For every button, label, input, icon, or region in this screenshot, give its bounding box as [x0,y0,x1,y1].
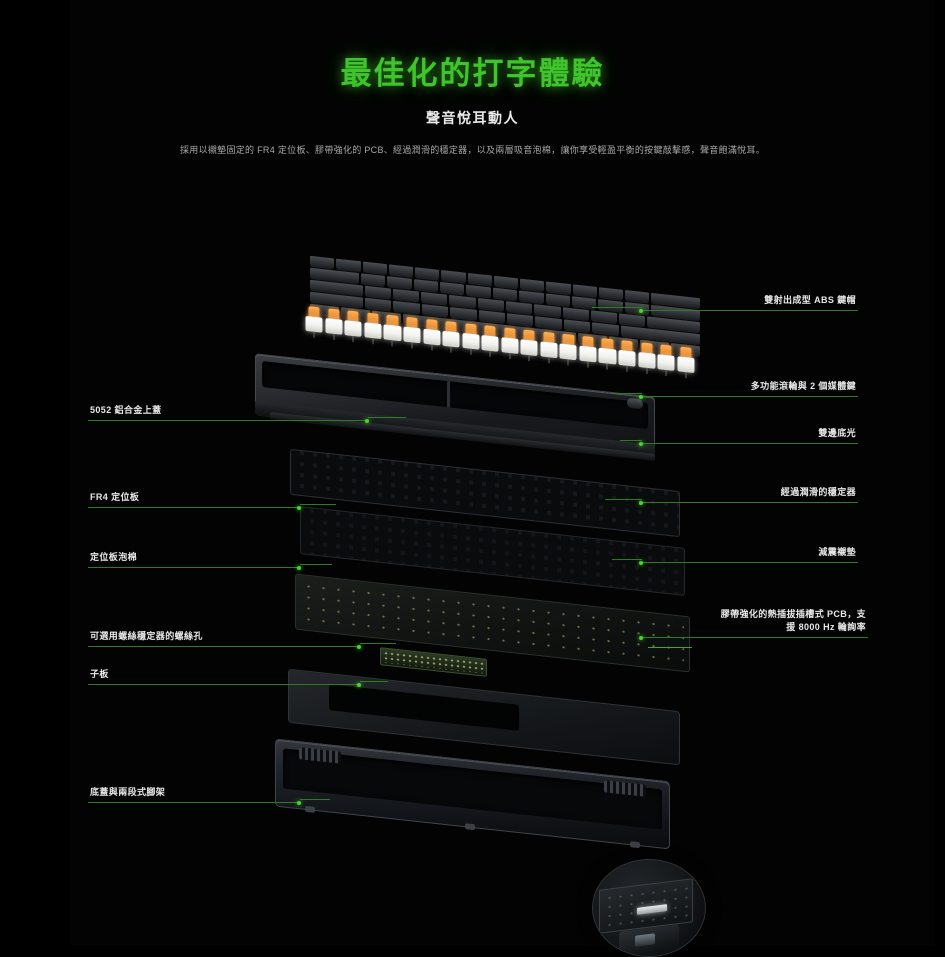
callout-lubed-stabilizers-label: 經過潤滑的穩定器 [780,487,856,497]
leader-line [360,643,396,644]
callout-rule [88,644,361,649]
leader-line [368,417,406,418]
leader-line [300,564,332,565]
page-description: 採用以襯墊固定的 FR4 定位板、膠帶強化的 PCB、經過潤滑的穩定器，以及兩層… [179,145,766,155]
callout-plate-foam-label: 定位板泡棉 [90,552,138,562]
callout-rule [88,800,301,805]
callout-daughter-board-label: 子板 [90,669,109,679]
callout-screw-holes: 可選用螺絲穩定器的螺絲孔 [88,630,361,649]
callout-abs-keycaps: 雙射出成型 ABS 鍵帽 [639,294,858,313]
leader-line [648,647,692,648]
page-title: 最佳化的打字體驗 [340,56,605,91]
header: 最佳化的打字體驗 聲音悅耳動人 採用以襯墊固定的 FR4 定位板、膠帶強化的 P… [0,0,945,158]
callout-scroll-wheel-media-keys-label: 多功能滾輪與 2 個媒體鍵 [750,381,856,391]
leader-line [612,559,642,560]
callout-lubed-stabilizers: 經過潤滑的穩定器 [639,486,858,505]
leader-line [360,681,388,682]
callout-bottom-case-kickstand: 底蓋與兩段式腳架 [88,786,301,805]
layer-daughter-board [380,647,487,677]
callout-dampening-gaskets: 減震襯墊 [639,546,858,565]
callout-rule [88,565,301,570]
callout-rule [88,682,361,687]
pcb-socket-magnifier-icon [592,859,706,957]
leader-line [620,440,642,441]
callout-hotswap-pcb-label-line2: 援 8000 Hz 輪詢率 [786,622,866,632]
leader-line [300,504,336,505]
callout-bottom-case-kickstand-label: 底蓋與兩段式腳架 [90,787,166,797]
callout-dampening-gaskets-label: 減震襯墊 [818,547,856,557]
callout-rule [639,394,858,399]
leader-line [300,799,330,800]
page-subtitle: 聲音悅耳動人 [426,110,519,126]
callout-scroll-wheel-media-keys: 多功能滾輪與 2 個媒體鍵 [639,380,858,399]
callout-side-underglow-label: 雙邊底光 [818,428,856,438]
callout-rule [88,505,301,510]
callout-rule [639,308,858,313]
callout-top-cover-label: 5052 鋁合金上蓋 [90,405,162,415]
callout-rule [639,441,858,446]
callout-fr4-plate-label: FR4 定位板 [90,492,140,502]
leader-line [592,307,642,308]
leader-line [612,393,642,394]
callout-hotswap-pcb: 膠帶強化的熱插拔插槽式 PCB，支 援 8000 Hz 輪詢率 [639,608,868,640]
callout-fr4-plate: FR4 定位板 [88,491,301,510]
callout-abs-keycaps-label: 雙射出成型 ABS 鍵帽 [764,295,856,305]
scroll-wheel [627,397,643,410]
callout-rule [639,635,868,640]
callout-rule [639,560,858,565]
exploded-keyboard-diagram [0,255,945,957]
callout-hotswap-pcb-label: 膠帶強化的熱插拔插槽式 PCB，支 [720,609,866,619]
callout-side-underglow: 雙邊底光 [639,427,858,446]
callout-rule [639,500,858,505]
callout-daughter-board: 子板 [88,668,361,687]
leader-line [605,499,642,500]
callout-top-cover: 5052 鋁合金上蓋 [88,404,369,423]
callout-plate-foam: 定位板泡棉 [88,551,301,570]
callout-rule [88,418,369,423]
callout-screw-holes-label: 可選用螺絲穩定器的螺絲孔 [90,631,203,641]
